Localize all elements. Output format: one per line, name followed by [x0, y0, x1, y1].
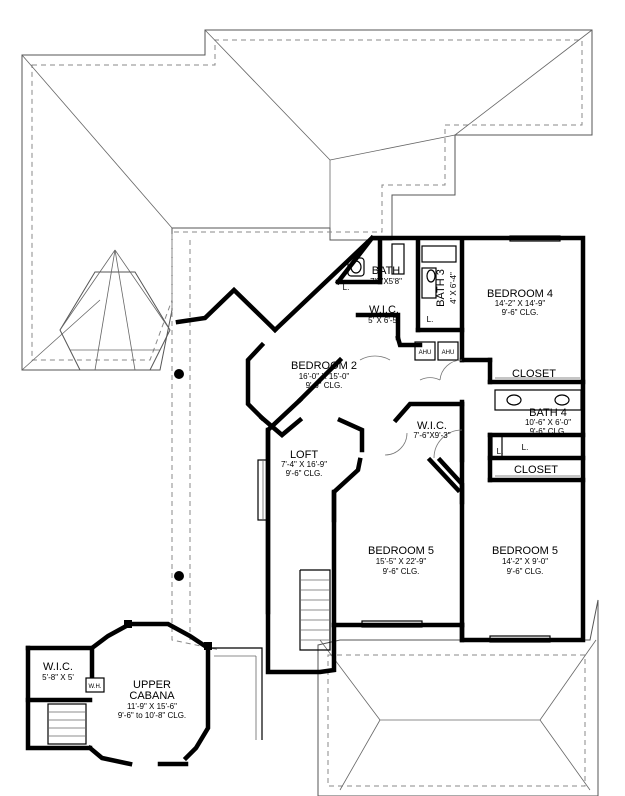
wic-cabana-dims: 5'-8" X 5' [42, 673, 74, 682]
bedroom4-ceiling: 9'-6" CLG. [502, 308, 539, 317]
loft-name: LOFT [290, 449, 318, 461]
ahu-label-2: AHU [442, 350, 455, 356]
bedroom5-left-ceiling: 9'-6" CLG. [383, 567, 420, 576]
bedroom5-left-name: BEDROOM 5 [368, 545, 434, 557]
cabana-ceiling: 9'-6" to 10'-8" CLG. [118, 711, 186, 720]
linen-label-1: L. [343, 283, 350, 292]
bedroom4-dims: 14'-2" X 14'-9" [495, 299, 546, 308]
wic-mid-dims: 7'-6"X9'-3" [413, 431, 450, 440]
cabana-name-2: CABANA [129, 690, 175, 702]
bath-name: BATH [372, 265, 401, 277]
bedroom4-name: BEDROOM 4 [487, 288, 553, 300]
bedroom5-right-name: BEDROOM 5 [492, 545, 558, 557]
wic-cabana-name: W.I.C. [43, 661, 73, 673]
main-walls [175, 234, 586, 675]
roof-outline [21, 29, 599, 796]
wh-label: W.H. [89, 684, 102, 690]
cabana-dims: 11'-9" X 15'-6" [127, 702, 177, 711]
bedroom2-name: BEDROOM 2 [291, 360, 357, 372]
wic-top-dims: 5' X 6'-5" [368, 316, 400, 325]
ahu-label-1: AHU [419, 350, 432, 356]
loft-dims: 7'-4" X 16'-9" [281, 460, 327, 469]
wic-top-name: W.I.C. [369, 304, 399, 316]
balcony-posts [174, 369, 184, 581]
fixtures [347, 243, 582, 477]
bath3-name: BATH 3 [435, 269, 447, 307]
bedroom2-ceiling: 9'-6" CLG. [306, 381, 343, 390]
cabana [25, 620, 263, 767]
room-labels: BATH 7'9"X5'8" W.I.C. 5' X 6'-5" BATH 3 … [42, 265, 571, 720]
bedroom5-right-dims: 14'-2" X 9'-0" [502, 557, 548, 566]
bedroom5-right-ceiling: 9'-6" CLG. [507, 567, 544, 576]
linen-label-4: L. [522, 443, 529, 452]
cabana-name-1: UPPER [133, 679, 171, 691]
loft-ceiling: 9'-6" CLG. [286, 469, 323, 478]
bath4-name: BATH 4 [529, 407, 567, 419]
bath4-ceiling: 9'-6" CLG. [530, 427, 567, 436]
linen-label-3: L. [497, 447, 504, 456]
bedroom2-dims: 16'-0" X 15'-0" [299, 372, 350, 381]
bath4-dims: 10'-6" X 6'-0" [525, 418, 571, 427]
fixture-labels: L. L. L. L. AHU AHU W.H. [89, 283, 529, 690]
closet-lower-name: CLOSET [514, 464, 558, 476]
bath3-dims: 4' X 6'-4" [449, 272, 458, 304]
bedroom5-left-dims: 15'-5" X 22'-9" [376, 557, 427, 566]
closet-upper-name: CLOSET [512, 368, 556, 380]
bath-dims: 7'9"X5'8" [370, 277, 402, 286]
wic-mid-name: W.I.C. [417, 420, 447, 432]
linen-label-2: L. [427, 315, 434, 324]
